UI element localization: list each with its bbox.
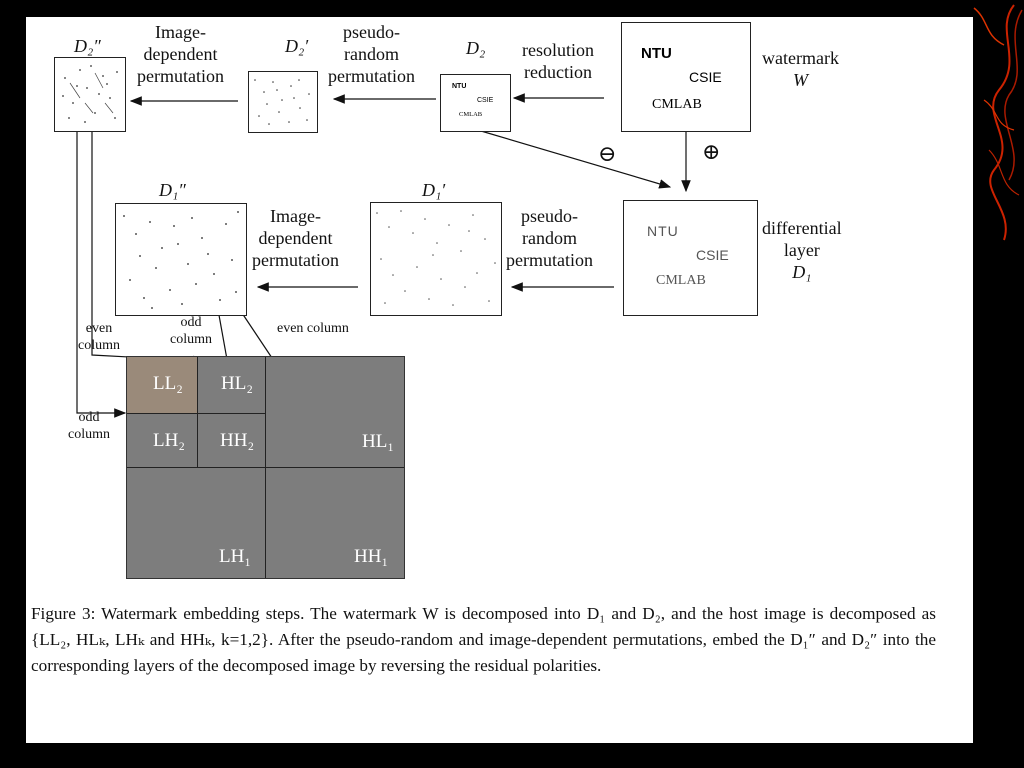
band-ll2: LL₂ <box>127 357 198 414</box>
band-hl1: HL₁ <box>266 357 404 468</box>
label-even-column-right: even column <box>277 321 349 336</box>
scatter-pattern <box>62 65 118 123</box>
scatter-pattern <box>376 210 496 306</box>
label-differential-layer: differential layer D₁ <box>762 218 842 282</box>
minus-sign: ⊖ <box>598 141 617 166</box>
wavelet-decomposition-image: LL₂ HL₂ LH₂ HH₂ HL₁ LH₁ HH₁ <box>126 356 405 579</box>
watermark-image: NTU CSIE CMLAB <box>621 22 751 132</box>
plus-sign: ⊕ <box>702 139 721 164</box>
label-d2: D₂ <box>466 38 486 58</box>
differential-layer-image: NTU CSIE CMLAB <box>623 200 758 316</box>
label-resolution-reduction: resolution reduction <box>522 40 594 82</box>
d1-prime-image <box>370 202 502 316</box>
decorative-swirl-graphic <box>973 4 1023 241</box>
arrow-d2-to-d1 <box>480 130 672 189</box>
slide-canvas: D₂″ Image- dependent permutation D₂′ <box>26 17 973 743</box>
label-pseudo-random-mid: pseudo- random permutation <box>506 206 593 270</box>
band-lh2: LH₂ <box>127 414 198 468</box>
d2-prime-image <box>248 71 318 133</box>
d2-image: NTU CSIE CMLAB <box>440 74 511 132</box>
label-image-dependent-top: Image- dependent permutation <box>137 22 224 86</box>
label-d2-prime: D₂′ <box>285 36 309 56</box>
label-watermark: watermark W <box>762 48 839 90</box>
label-odd-column-mid: odd column <box>170 315 212 347</box>
band-hh2: HH₂ <box>198 414 266 468</box>
scatter-pattern <box>123 211 239 309</box>
band-hl2: HL₂ <box>198 357 266 414</box>
d2-double-prime-image <box>54 57 126 132</box>
band-lh1: LH₁ <box>127 468 266 578</box>
scatter-pattern <box>254 79 310 125</box>
label-pseudo-random-top: pseudo- random permutation <box>328 22 415 86</box>
band-hh1: HH₁ <box>354 546 389 567</box>
figure-caption: Figure 3: Watermark embedding steps. The… <box>31 604 936 675</box>
d1-double-prime-image <box>115 203 247 316</box>
label-odd-column-left: odd column <box>68 410 110 442</box>
label-d1-prime: D₁′ <box>422 180 446 200</box>
label-image-dependent-mid: Image- dependent permutation <box>252 206 339 270</box>
line-d2-odd-to-lh2 <box>76 122 127 418</box>
label-d1-double-prime: D₁″ <box>159 180 186 200</box>
label-d2-double-prime: D₂″ <box>74 36 101 56</box>
label-even-column-left: even column <box>78 321 120 353</box>
